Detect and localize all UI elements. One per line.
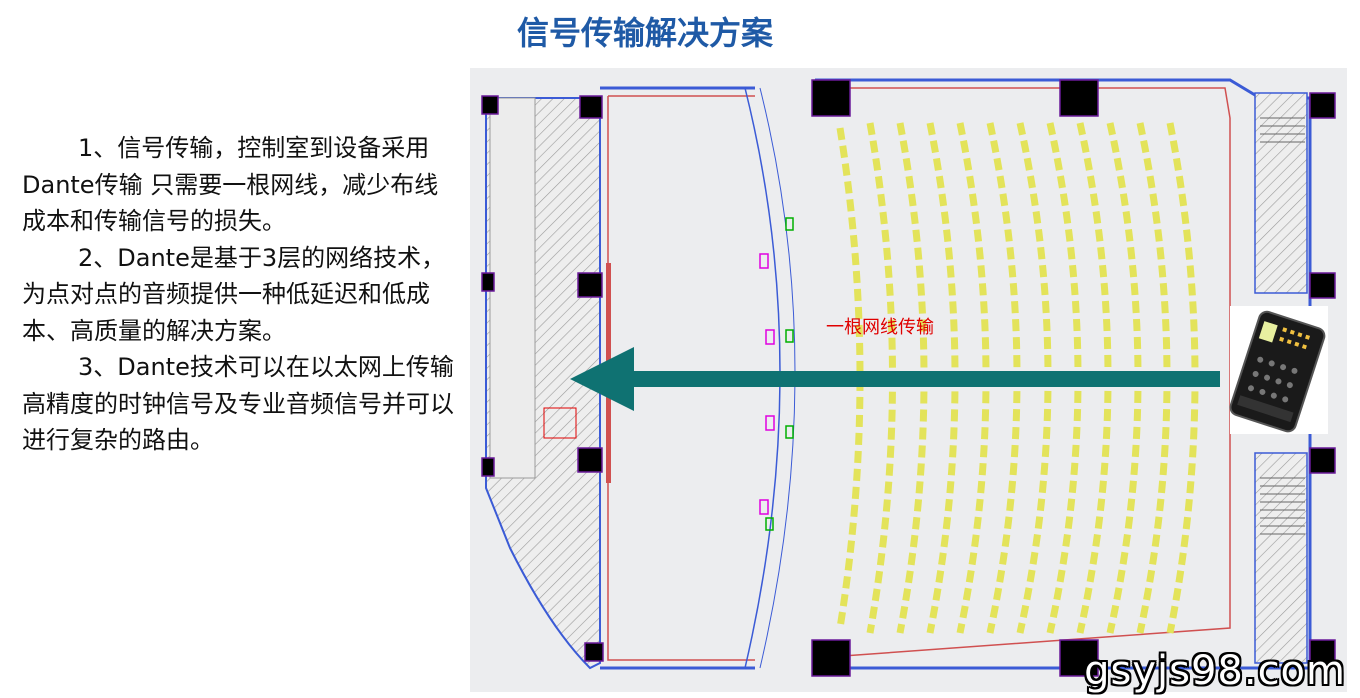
- stage-screen: [606, 263, 611, 483]
- left-inner-room: [489, 97, 536, 479]
- control-label-box: [543, 407, 577, 439]
- watermark: gsyjs98.com: [1084, 648, 1346, 694]
- description-text: 1、信号传输，控制室到设备采用Dante传输 只需要一根网线，减少布线成本和传输…: [22, 130, 462, 459]
- point-3: 3、Dante技术可以在以太网上传输高精度的时钟信号及专业音频信号并可以进行复杂…: [22, 353, 454, 454]
- cable-label: 一根网线传输: [826, 317, 934, 338]
- stair-top-right: [1254, 92, 1308, 294]
- floor-plan: 一根网线传输: [470, 68, 1347, 692]
- stair-bottom-right: [1254, 452, 1308, 664]
- dante-device-image: [1229, 306, 1328, 434]
- point-2: 2、Dante是基于3层的网络技术，为点对点的音频提供一种低延迟和低成本、高质量…: [22, 243, 446, 345]
- speaker-markers: [759, 217, 794, 531]
- page-title: 信号传输解决方案: [516, 14, 773, 52]
- columns: [481, 79, 1336, 677]
- point-1: 1、信号传输，控制室到设备采用Dante传输 只需要一根网线，减少布线成本和传输…: [22, 134, 439, 235]
- stair-lines: [1260, 117, 1305, 535]
